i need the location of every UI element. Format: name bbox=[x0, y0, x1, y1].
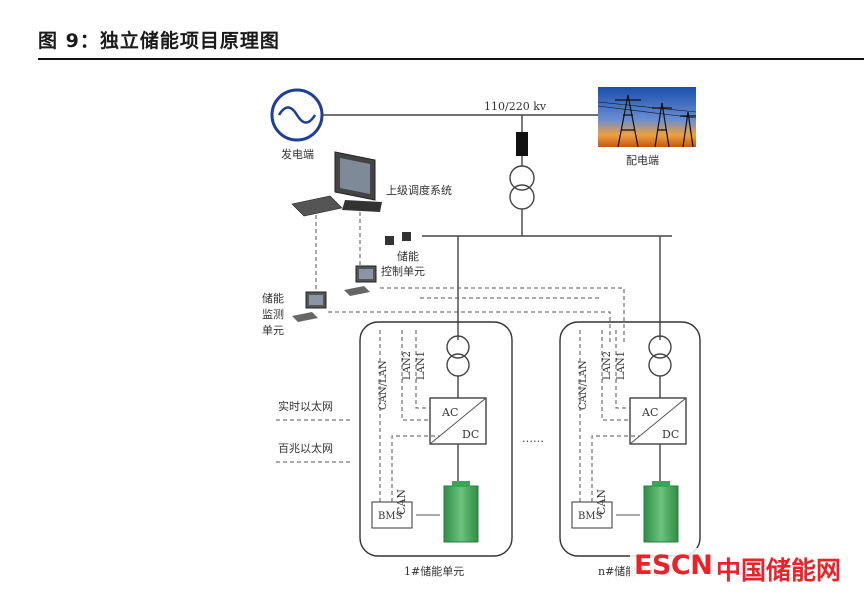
unit1-frame bbox=[359, 321, 513, 557]
storage-unit-1: AC DC BMS CAN CAN/LAN LAN2 LAN1 bbox=[359, 321, 513, 557]
unit1-bms-pcs-link bbox=[391, 435, 440, 502]
monitor-label-line1: 储能 bbox=[262, 291, 284, 305]
fast-ethernet-label: 百兆以太网 bbox=[278, 442, 333, 455]
link-monitor-bus bbox=[328, 311, 611, 345]
grid-label: 配电端 bbox=[626, 154, 659, 167]
unitn-lan2: LAN2 bbox=[602, 351, 613, 380]
dispatch-computer-icon bbox=[291, 151, 382, 217]
dispatch-label: 上级调度系统 bbox=[386, 183, 452, 197]
unitn-can: CAN bbox=[595, 489, 608, 515]
figure-title: 图 9：独立储能项目原理图 bbox=[38, 30, 280, 52]
unit1-bms: BMS bbox=[378, 511, 403, 522]
unitn-dc: DC bbox=[662, 428, 679, 441]
unitn-bms-pcs-link bbox=[591, 435, 640, 502]
monitor-label-line2: 监测 bbox=[262, 308, 284, 321]
unitn-ac: AC bbox=[641, 406, 658, 419]
control-label: 储能 控制单元 bbox=[381, 249, 425, 278]
main-transformer-icon bbox=[509, 165, 535, 210]
storage-unit-n: AC DC BMS CAN CAN/LAN LAN2 LAN1 bbox=[559, 321, 701, 557]
unitn-lan2-link bbox=[601, 330, 630, 421]
monitor-computer-icon bbox=[292, 291, 327, 322]
unit1-lan2-link bbox=[401, 330, 430, 421]
voltage-label: 110/220 kv bbox=[484, 100, 547, 113]
generator-icon bbox=[270, 88, 324, 142]
unitn-battery-icon bbox=[643, 485, 679, 543]
unitn-canlan: CAN/LAN bbox=[578, 360, 589, 410]
title-underline bbox=[38, 58, 864, 60]
unit1-dc: DC bbox=[462, 428, 479, 441]
unit1-can: CAN bbox=[395, 489, 408, 515]
units-ellipsis: …… bbox=[522, 432, 544, 445]
monitor-label-line3: 单元 bbox=[262, 324, 284, 337]
unit1-battery-cap bbox=[452, 481, 470, 487]
breaker-icon bbox=[516, 132, 528, 156]
realtime-ethernet-label: 实时以太网 bbox=[278, 399, 333, 413]
control-computer-icon bbox=[344, 265, 377, 296]
unit1-transformer-b bbox=[446, 353, 470, 377]
unitn-bms-box bbox=[571, 501, 613, 529]
monitor-label: 储能 监测 单元 bbox=[262, 291, 288, 337]
unitn-battery-cap bbox=[652, 481, 670, 487]
unitn-transformer-a bbox=[648, 335, 672, 359]
unit1-transformer-a bbox=[446, 335, 470, 359]
unit1-lan2: LAN2 bbox=[402, 351, 413, 380]
unitn-bms: BMS bbox=[578, 511, 603, 522]
unitn-lan1: LAN1 bbox=[616, 351, 627, 380]
unit1-battery-icon bbox=[443, 485, 479, 543]
unitn-transformer-b bbox=[648, 353, 672, 377]
figure-header: 图 9：独立储能项目原理图 bbox=[0, 0, 864, 60]
unitn-lan1-link bbox=[615, 330, 630, 409]
generator-label: 发电端 bbox=[281, 147, 314, 161]
unit1-canlan: CAN/LAN bbox=[378, 360, 389, 410]
unit1-lan1: LAN1 bbox=[416, 351, 427, 380]
power-grid-image bbox=[597, 87, 697, 148]
unit1-ac: AC bbox=[441, 406, 458, 419]
control-label-line1: 储能 bbox=[397, 249, 419, 263]
watermark-backing bbox=[630, 548, 864, 588]
control-unit-icon bbox=[385, 236, 394, 245]
watermark-escn: ESCN bbox=[634, 550, 713, 581]
control-unit-icon-2 bbox=[402, 232, 411, 241]
unit1-label: 1#储能单元 bbox=[404, 564, 464, 578]
unit1-lan1-link bbox=[415, 330, 430, 409]
link-control-bus bbox=[380, 287, 625, 345]
control-label-line2: 控制单元 bbox=[381, 264, 425, 278]
watermark-cn: 中国储能网 bbox=[716, 556, 842, 585]
